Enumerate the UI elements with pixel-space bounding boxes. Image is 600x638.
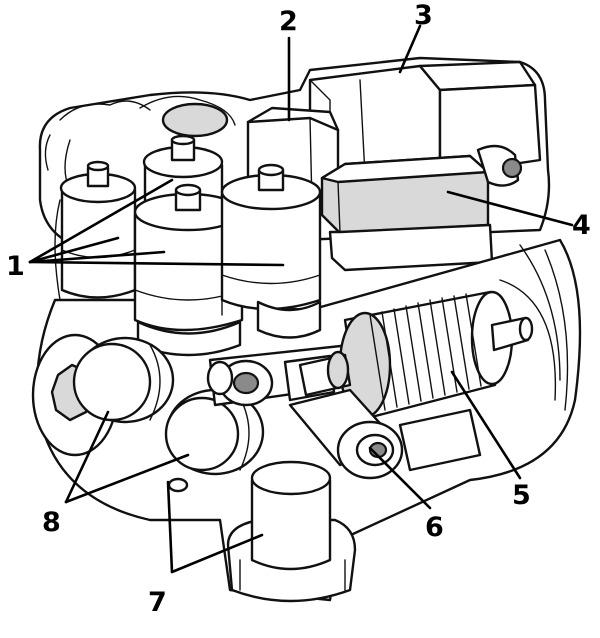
leader-1a	[28, 178, 174, 264]
connector-block	[320, 144, 523, 272]
leader-1c	[28, 250, 166, 264]
callout-2: 2	[279, 6, 298, 37]
leader-lines	[28, 24, 574, 574]
solenoid-valves	[59, 134, 322, 357]
callout-7: 7	[148, 587, 167, 618]
leader-4	[446, 190, 574, 227]
callout-3: 3	[414, 0, 433, 31]
leader-6	[368, 446, 432, 510]
outlet-plug-lower	[164, 388, 265, 493]
callout-1: 1	[6, 251, 25, 282]
leader-8a	[64, 410, 110, 504]
leader-7a	[166, 480, 174, 574]
leader-7b	[170, 533, 264, 574]
leader-8b	[64, 453, 190, 504]
pump-cap	[226, 460, 357, 603]
outlet-plug-upper	[72, 336, 175, 424]
leader-5	[450, 370, 522, 480]
callout-4: 4	[572, 210, 591, 241]
callout-labels: 1 2 3 4 5 6 7 8	[6, 0, 591, 618]
control-unit	[308, 60, 542, 187]
armature-windings	[369, 293, 482, 411]
leader-1d	[28, 260, 285, 267]
leader-1b	[28, 236, 120, 264]
callout-5: 5	[512, 480, 531, 511]
callout-6: 6	[425, 512, 444, 543]
callout-8: 8	[42, 507, 61, 538]
motor-housing	[398, 279, 557, 472]
leader-3	[398, 24, 422, 74]
